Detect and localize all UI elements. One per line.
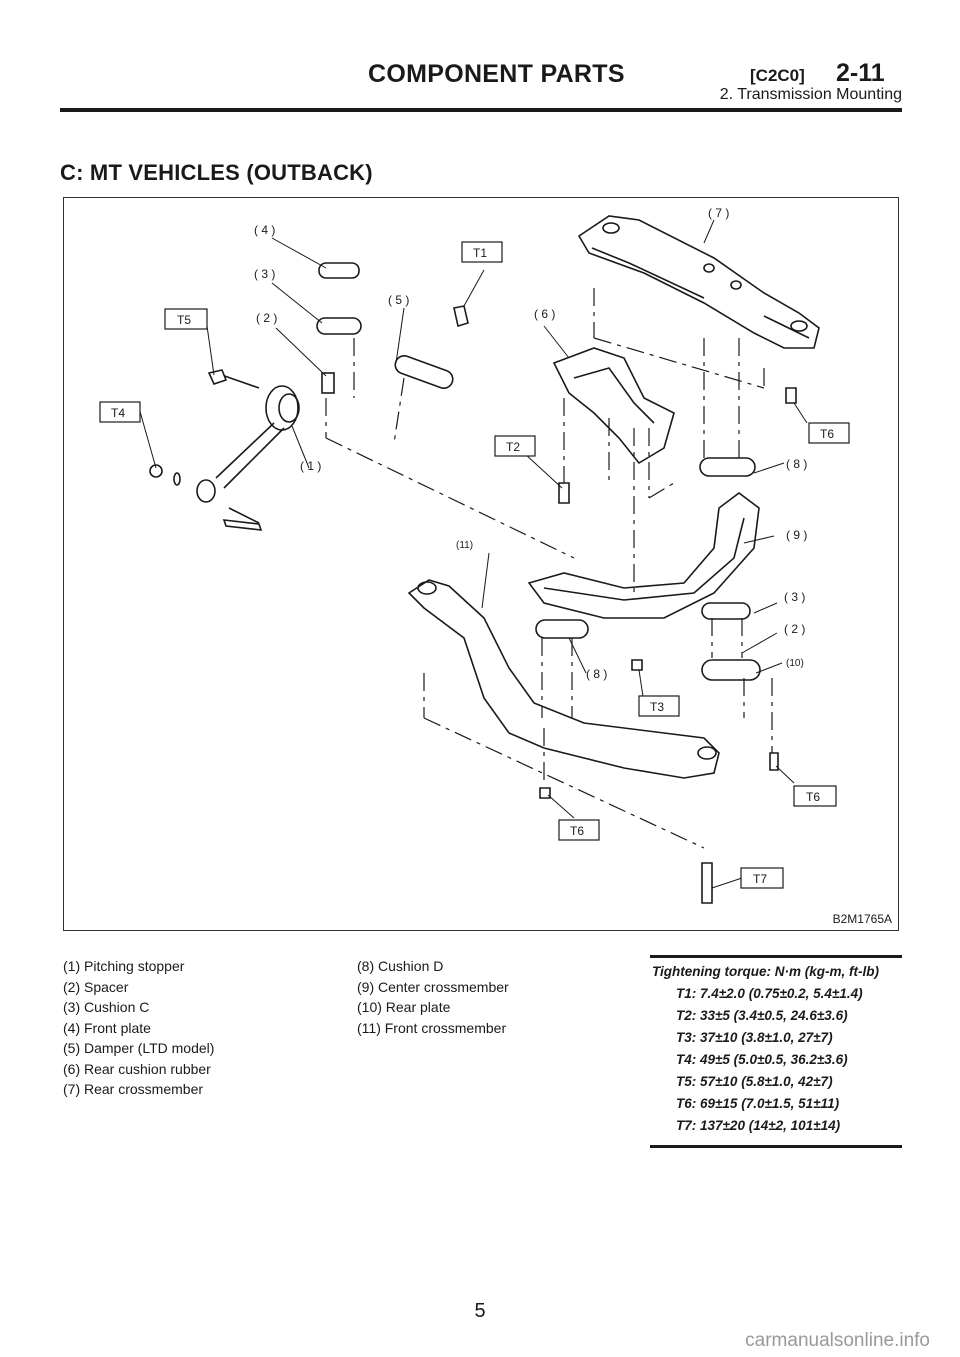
- legend-right: (8) Cushion D (9) Center crossmember (10…: [357, 956, 509, 1038]
- header-code: [C2C0]: [750, 66, 805, 85]
- header-page-ref: 2-11: [836, 59, 885, 87]
- tag-t6a: T6: [820, 427, 834, 441]
- legend-item: (11) Front crossmember: [357, 1019, 507, 1036]
- callout-7: ( 7 ): [708, 206, 729, 220]
- tag-t6c: T6: [570, 824, 584, 838]
- rear-crossmember-part: [577, 215, 820, 349]
- callout-8b: ( 8 ): [586, 667, 607, 681]
- torque-heading: Tightening torque: N·m (kg-m, ft-lb): [652, 964, 879, 979]
- callout-6: ( 6 ): [534, 307, 555, 321]
- page-number: 5: [474, 1300, 486, 1322]
- torque-row: T5: 57±10 (5.8±1.0, 42±7): [676, 1074, 833, 1089]
- torque-row: T4: 49±5 (5.0±0.5, 36.2±3.6): [676, 1052, 848, 1067]
- fasteners: [149, 305, 797, 904]
- legend-item: (7) Rear crossmember: [63, 1081, 204, 1097]
- plates-and-cushions: [316, 262, 761, 681]
- callout-1: ( 1 ): [300, 459, 321, 473]
- legend-item: (5) Damper (LTD model): [63, 1040, 215, 1056]
- tag-t7: T7: [753, 872, 767, 886]
- callout-labels: ( 1 ) ( 2 ) ( 2 ) ( 3 ) ( 3 ) ( 4 ) ( 5 …: [254, 206, 807, 681]
- legend-item: (6) Rear cushion rubber: [63, 1060, 211, 1077]
- figure-code: B2M1765A: [832, 912, 892, 926]
- torque-row: T6: 69±15 (7.0±1.5, 51±11): [676, 1096, 840, 1111]
- torque-tags: T1 T2 T3 T4 T5 T6 T6 T6 T7: [99, 241, 850, 889]
- torque-row: T1: 7.4±2.0 (0.75±0.2, 5.4±1.4): [676, 986, 863, 1001]
- torque-row: T7: 137±20 (14±2, 101±14): [676, 1118, 841, 1133]
- torque-row: T3: 37±10 (3.8±1.0, 27±7): [676, 1030, 833, 1045]
- callout-3a: ( 3 ): [254, 267, 275, 281]
- legend-item: (10) Rear plate: [357, 999, 451, 1015]
- callout-4: ( 4 ): [254, 223, 275, 237]
- center-crossmember-part: [527, 492, 760, 619]
- callout-10: (10): [786, 658, 804, 669]
- header-subtitle: 2. Transmission Mounting: [719, 86, 902, 103]
- rear-cushion-rubber-part: [552, 347, 675, 465]
- legend-item: (2) Spacer: [63, 978, 129, 995]
- legend-left: (1) Pitching stopper (2) Spacer (3) Cush…: [63, 956, 214, 1100]
- watermark: carmanualsonline.info: [745, 1330, 930, 1351]
- torque-row: T2: 33±5 (3.4±0.5, 24.6±3.6): [676, 1008, 848, 1023]
- section-title: C: MT VEHICLES (OUTBACK): [60, 160, 373, 185]
- legend-item: (1) Pitching stopper: [63, 958, 185, 974]
- callout-8a: ( 8 ): [786, 457, 807, 471]
- legend-item: (4) Front plate: [63, 1019, 151, 1036]
- tag-t3: T3: [650, 700, 664, 714]
- callout-11: (11): [456, 540, 473, 551]
- header-title: COMPONENT PARTS: [368, 60, 625, 88]
- leader-lines: [138, 219, 808, 889]
- callout-2a: ( 2 ): [256, 311, 277, 325]
- tag-t6b: T6: [806, 790, 820, 804]
- callout-3b: ( 3 ): [784, 590, 805, 604]
- tag-t5: T5: [177, 313, 191, 327]
- pitching-stopper-part: [196, 372, 300, 524]
- tag-t1: T1: [473, 246, 487, 260]
- exploded-diagram: ( 1 ) ( 2 ) ( 2 ) ( 3 ) ( 3 ) ( 4 ) ( 5 …: [63, 197, 899, 931]
- diagram-drawing: ( 1 ) ( 2 ) ( 2 ) ( 3 ) ( 3 ) ( 4 ) ( 5 …: [99, 206, 850, 904]
- legend-item: (8) Cushion D: [357, 958, 444, 974]
- tag-t2: T2: [506, 440, 520, 454]
- header-rule: [60, 108, 902, 112]
- tag-t4: T4: [111, 406, 125, 420]
- legend-item: (3) Cushion C: [63, 999, 150, 1015]
- callout-9: ( 9 ): [786, 528, 807, 542]
- callout-2b: ( 2 ): [784, 622, 805, 636]
- assembly-lines: [325, 288, 773, 849]
- legend-item: (9) Center crossmember: [357, 978, 509, 995]
- callout-5: ( 5 ): [388, 293, 409, 307]
- front-crossmember-part: [407, 579, 720, 779]
- torque-spec-box: Tightening torque: N·m (kg-m, ft-lb) T1:…: [650, 955, 902, 1148]
